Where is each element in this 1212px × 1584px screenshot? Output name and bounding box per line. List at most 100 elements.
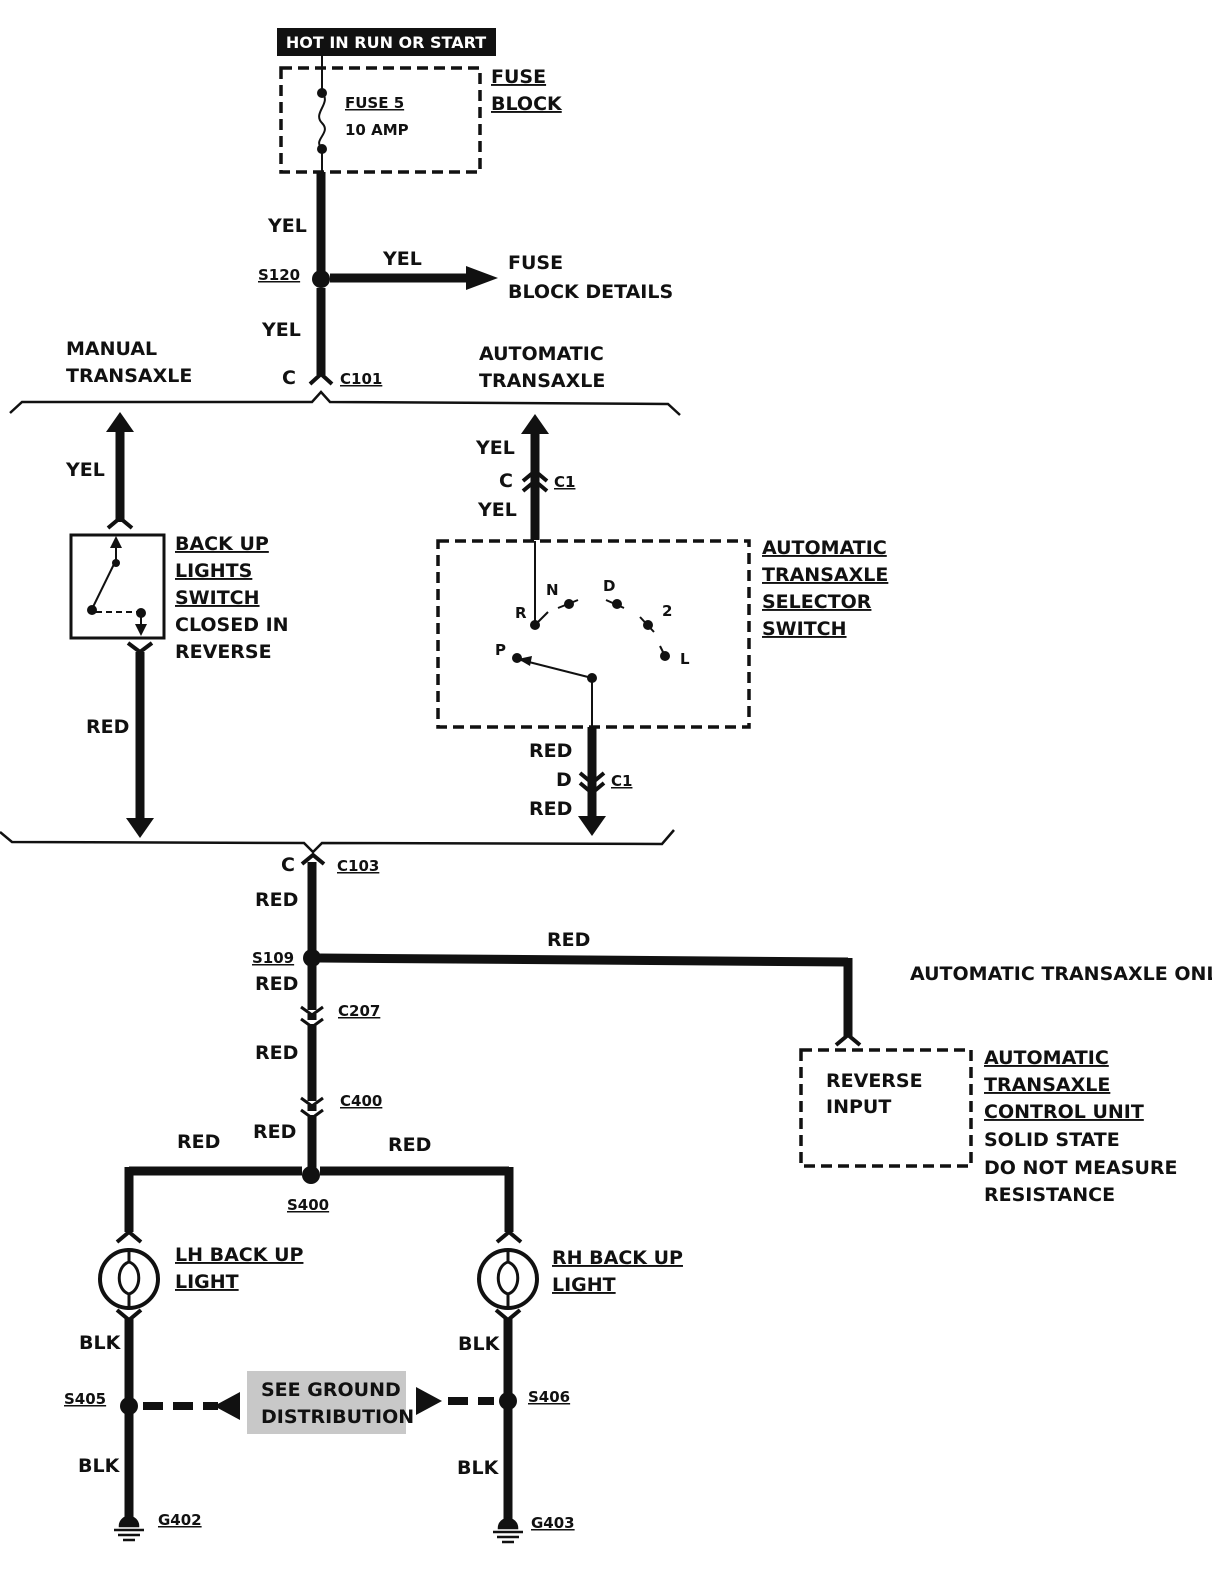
- selector-wiper: [520, 659, 593, 679]
- control-unit-line-1: AUTOMATIC: [984, 1047, 1109, 1069]
- ground-label-g403: G403: [531, 1514, 575, 1532]
- switch-arm-arrow-icon: [110, 536, 122, 548]
- control-unit-line-3: CONTROL UNIT: [984, 1101, 1144, 1123]
- backup-switch-box: [69, 533, 166, 640]
- connector-label-c207: C207: [338, 1002, 380, 1020]
- splice-s406: [499, 1392, 517, 1410]
- selector-switch-line-1: AUTOMATIC: [762, 537, 887, 559]
- automatic-transaxle-line-1: AUTOMATIC: [479, 343, 604, 365]
- wire-label-red-7: RED: [255, 1042, 298, 1064]
- arrow-down-auto-icon: [578, 816, 606, 836]
- connector-label-c400: C400: [340, 1092, 382, 1110]
- control-unit-line-4: SOLID STATE: [984, 1129, 1120, 1151]
- bottom-bracket-line: [0, 829, 675, 854]
- fuse-block-title-2: BLOCK: [491, 93, 563, 115]
- splice-label-s109: S109: [252, 949, 294, 967]
- automatic-transaxle-line-2: TRANSAXLE: [479, 370, 605, 392]
- wire-label-yel-1: YEL: [267, 215, 307, 237]
- wire-label-yel-6: YEL: [477, 499, 517, 521]
- connector-c103-icon: [300, 852, 326, 866]
- selector-arc-rn: [534, 611, 549, 626]
- lh-light-line-2: LIGHT: [175, 1271, 239, 1293]
- selector-pos-n: N: [546, 581, 559, 599]
- manual-transaxle-line-2: TRANSAXLE: [66, 365, 192, 387]
- control-unit-line-5: DO NOT MEASURE: [984, 1157, 1177, 1179]
- selector-switch-box: [436, 539, 751, 729]
- wire-label-red-9: RED: [177, 1131, 220, 1153]
- arrow-up-auto-icon: [521, 414, 549, 434]
- control-unit-line-6: RESISTANCE: [984, 1184, 1115, 1206]
- wire-s109-to-control-unit: [319, 953, 849, 967]
- control-unit-box: [799, 1048, 973, 1168]
- wire-label-yel-5: YEL: [475, 437, 515, 459]
- selector-switch-line-3: SELECTOR: [762, 591, 872, 613]
- connector-c1-top-icon: [521, 468, 549, 493]
- rh-light-line-2: LIGHT: [552, 1274, 616, 1296]
- connector-label-c1-bottom: C1: [611, 772, 632, 790]
- fuse-rating: 10 AMP: [345, 121, 409, 139]
- pin-label-c101: C: [282, 367, 296, 389]
- selector-switch-line-2: TRANSAXLE: [762, 564, 888, 586]
- splice-label-s406: S406: [528, 1388, 570, 1406]
- control-unit-line-2: TRANSAXLE: [984, 1074, 1110, 1096]
- backup-switch-line-3: SWITCH: [175, 587, 260, 609]
- selector-wiper-arrow-icon: [518, 656, 532, 666]
- lh-light-top-connector-icon: [115, 1229, 143, 1244]
- arrow-up-manual-icon: [106, 412, 134, 432]
- manual-transaxle-line-1: MANUAL: [66, 338, 157, 360]
- ground-distribution-line-2: DISTRIBUTION: [261, 1406, 414, 1428]
- power-source-label: HOT IN RUN OR START: [286, 33, 486, 52]
- wire-label-red-1: RED: [86, 716, 129, 738]
- wire-label-red-2: RED: [529, 740, 572, 762]
- splice-label-s405: S405: [64, 1390, 106, 1408]
- splice-label-s400: S400: [287, 1196, 329, 1214]
- wire-label-yel-4: YEL: [65, 459, 105, 481]
- selector-arc-d: [605, 599, 625, 609]
- connector-label-c101: C101: [340, 370, 382, 388]
- wire-label-blk-3: BLK: [458, 1333, 501, 1355]
- ground-label-g402: G402: [158, 1511, 202, 1529]
- wire-label-red-8: RED: [253, 1121, 296, 1143]
- rh-light-filament-icon: [496, 1250, 520, 1308]
- selector-arc-l: [659, 645, 668, 661]
- selector-pos-2: 2: [662, 602, 672, 620]
- connector-c101-icon: [308, 371, 334, 386]
- fuse-block-title-1: FUSE: [491, 66, 546, 88]
- wire-label-yel-3: YEL: [261, 319, 301, 341]
- switch-top-connector-icon: [106, 515, 134, 530]
- ground-distribution-box[interactable]: [247, 1371, 406, 1434]
- wire-label-yel-2: YEL: [382, 248, 422, 270]
- backup-switch-line-1: BACK UP: [175, 533, 269, 555]
- control-unit-connector-icon: [834, 1032, 862, 1047]
- selector-arc-n: [557, 599, 579, 609]
- selector-pos-r: R: [515, 604, 527, 622]
- selector-pos-d: D: [603, 577, 615, 595]
- ground-distribution-line-1: SEE GROUND: [261, 1379, 401, 1401]
- wire-label-red-10: RED: [388, 1134, 431, 1156]
- wire-label-blk-4: BLK: [457, 1457, 500, 1479]
- switch-blade: [91, 559, 117, 610]
- switch-bottom-connector-icon: [126, 641, 154, 655]
- splice-s400: [302, 1166, 320, 1184]
- wire-label-red-6: RED: [255, 973, 298, 995]
- wire-label-red-3: RED: [529, 798, 572, 820]
- selector-pos-l: L: [680, 650, 690, 668]
- fuse-details-line-2: BLOCK DETAILS: [508, 281, 673, 303]
- control-unit-input-2: INPUT: [826, 1096, 891, 1118]
- splice-s120: [312, 270, 330, 288]
- wire-label-blk-2: BLK: [78, 1455, 121, 1477]
- splice-label-s120: S120: [258, 266, 300, 284]
- fuse-name: FUSE 5: [345, 94, 404, 112]
- top-bracket-line: [9, 390, 681, 416]
- control-unit-input-1: REVERSE: [826, 1070, 923, 1092]
- splice-s109: [303, 949, 321, 967]
- wire-label-blk-1: BLK: [79, 1332, 122, 1354]
- selector-pos-p: P: [495, 641, 506, 659]
- switch-contact-2: [87, 605, 97, 615]
- switch-contact-1: [112, 559, 120, 567]
- rh-light-top-connector-icon: [495, 1229, 523, 1244]
- rh-light-line-1: RH BACK UP: [552, 1247, 683, 1269]
- selector-switch-line-4: SWITCH: [762, 618, 847, 640]
- lh-light-line-1: LH BACK UP: [175, 1244, 304, 1266]
